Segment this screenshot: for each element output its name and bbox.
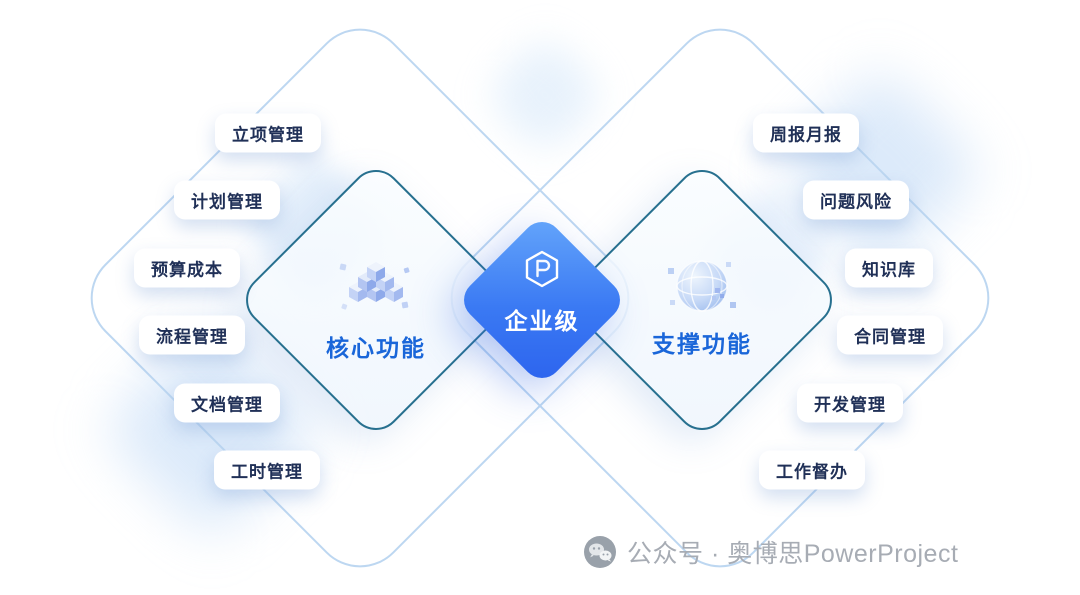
footer: 公众号 · 奥博思PowerProject	[583, 534, 958, 570]
core-item-pill: 流程管理	[139, 315, 245, 355]
core-item-pill: 计划管理	[174, 180, 280, 220]
enterprise-label: 企业级	[504, 308, 580, 334]
core-item-pill: 预算成本	[134, 248, 240, 288]
support-item-pill: 问题风险	[803, 180, 909, 220]
wechat-icon	[583, 535, 617, 569]
footer-text: 公众号 · 奥博思PowerProject	[627, 540, 959, 568]
core-item-pill: 文档管理	[174, 383, 280, 423]
support-item-pill: 知识库	[845, 248, 933, 288]
core-item-pill: 工时管理	[214, 450, 320, 490]
core-item-pill: 立项管理	[215, 113, 321, 153]
powerproject-logo-icon	[521, 248, 563, 290]
support-functions-title: 支撑功能	[652, 331, 752, 357]
core-functions-title: 核心功能	[326, 335, 426, 361]
support-item-pill: 周报月报	[753, 113, 859, 153]
support-item-pill: 工作督办	[759, 450, 865, 490]
support-item-pill: 合同管理	[837, 315, 943, 355]
support-item-pill: 开发管理	[797, 383, 903, 423]
globe-icon	[660, 252, 744, 324]
cubes-icon	[332, 252, 420, 324]
